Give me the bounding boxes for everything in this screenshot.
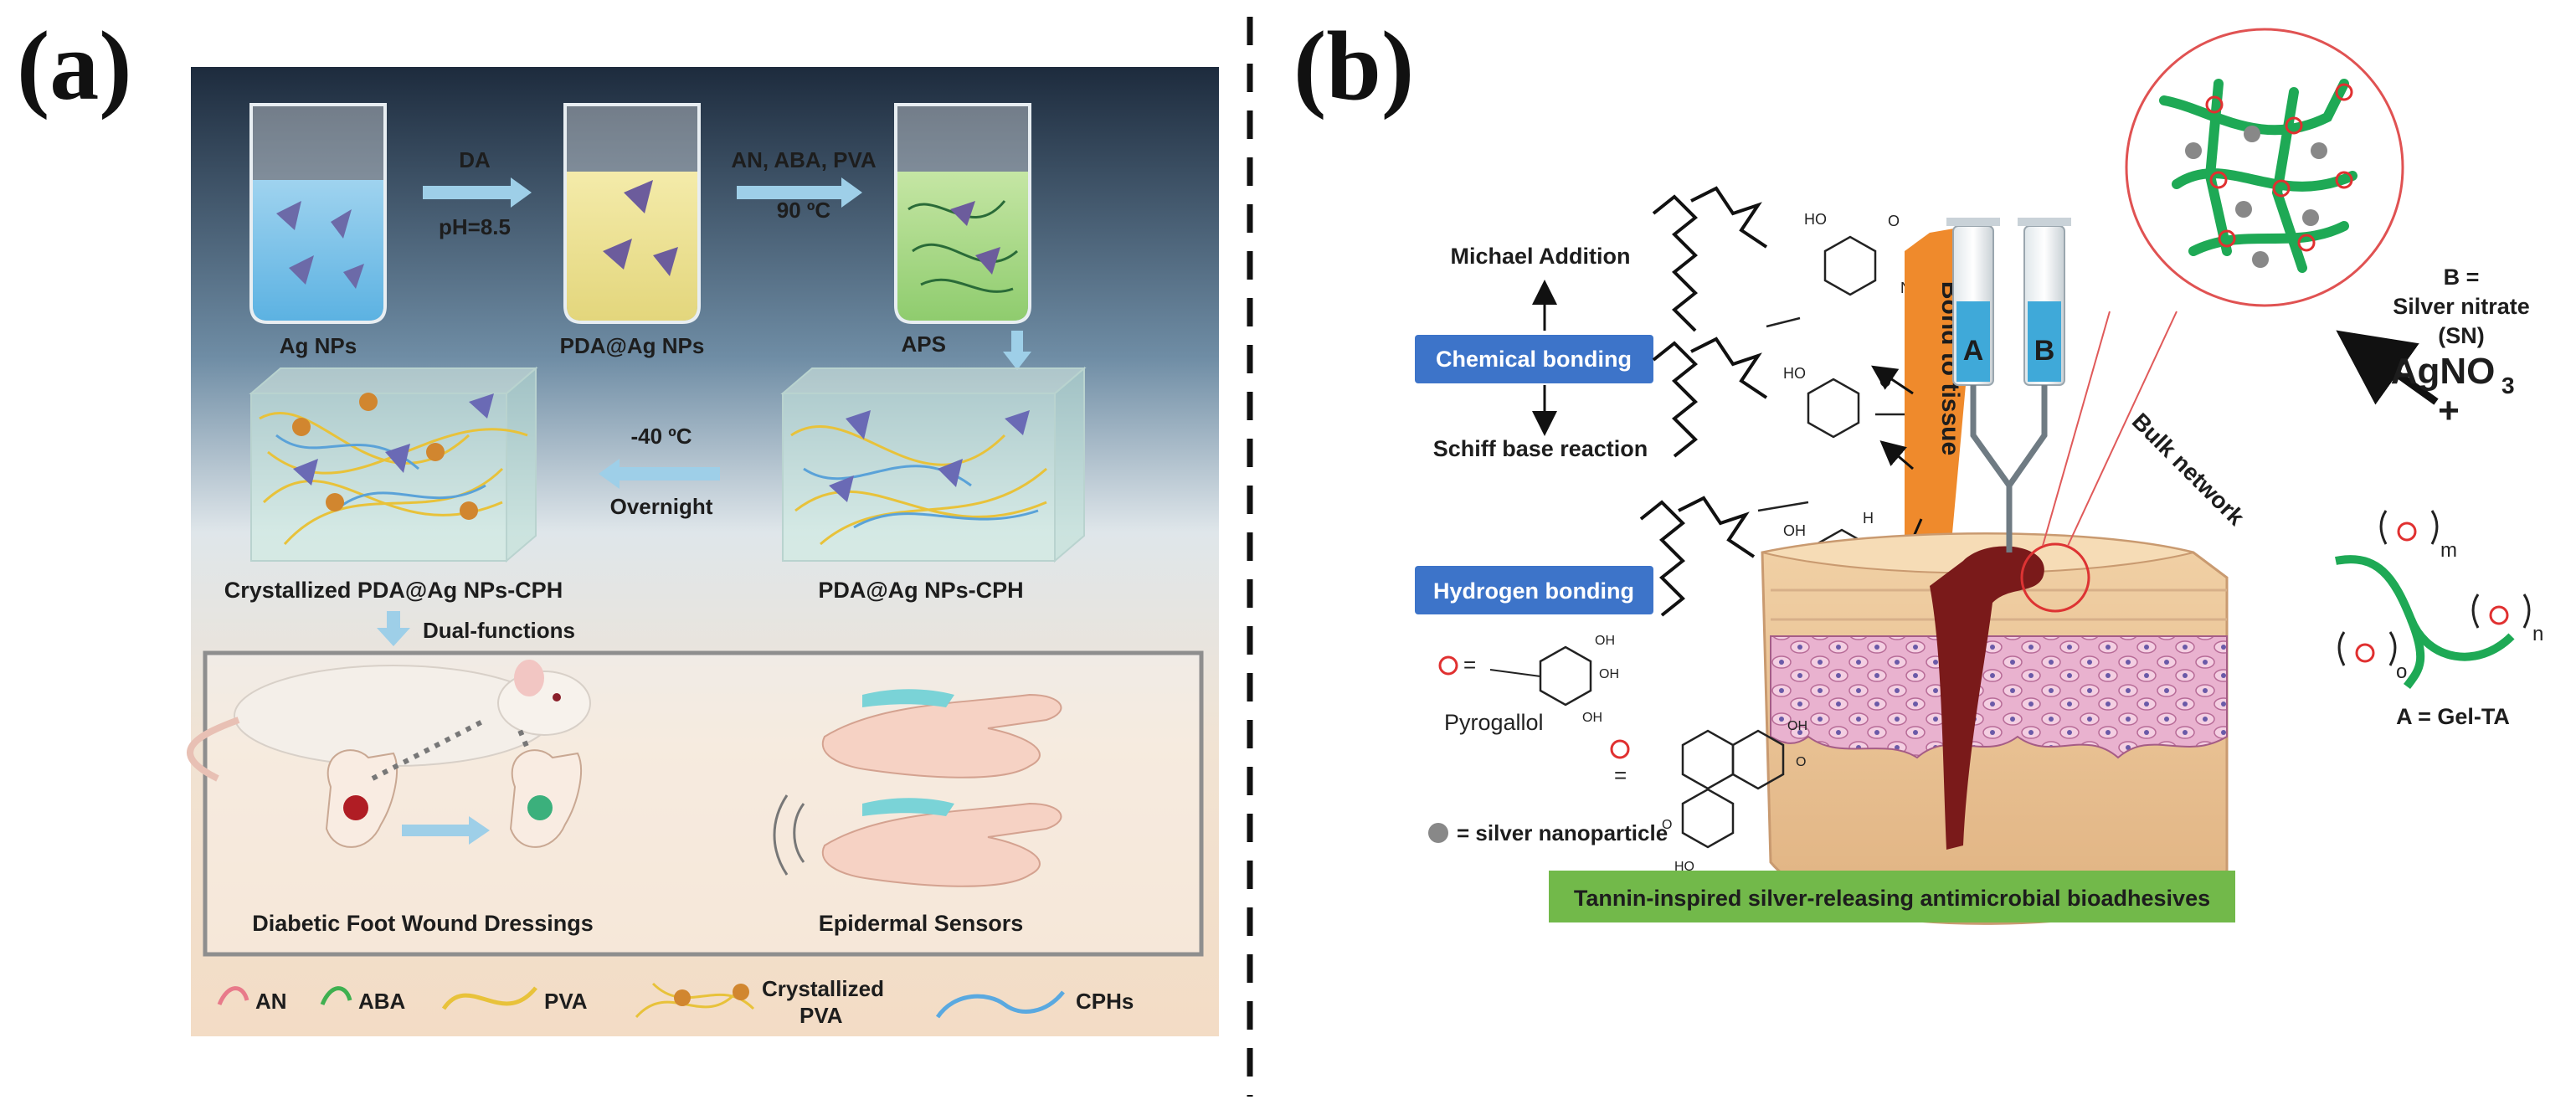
legend-aba: ABA: [358, 989, 406, 1014]
legend-an-swatch: [217, 986, 249, 1006]
freeze-time: Overnight: [610, 494, 713, 519]
panel-a-letter: (a): [17, 11, 132, 121]
tissue-arrow-1: [1871, 365, 1914, 395]
hydrogen-bonding-label: Hydrogen bonding: [1433, 578, 1634, 604]
beaker-pda-ag-nps: [563, 103, 701, 324]
gel-ta-chain: [2335, 510, 2531, 690]
svg-text:O: O: [1888, 213, 1900, 229]
silver-nitrate-label: Silver nitrate: [2393, 294, 2530, 319]
svg-text:H: H: [1863, 510, 1874, 527]
legend-crystallized-2: PVA: [800, 1003, 843, 1028]
tannin-equals: =: [1614, 763, 1627, 788]
crystallized-cph-label: Crystallized PDA@Ag NPs-CPH: [224, 578, 563, 603]
legend-aba-swatch: [320, 986, 352, 1006]
tannin-structure: = OH O O HO: [1610, 719, 1807, 874]
plus-label: +: [2438, 390, 2460, 431]
molecular-structures: [1757, 235, 1905, 589]
wound-foot-left: [325, 749, 398, 848]
bulk-network-label: Bulk network: [2127, 408, 2250, 531]
panel-b-letter: (b): [1293, 11, 1414, 121]
step1-reagent: DA: [459, 147, 491, 172]
hand-sensor-bottom: [773, 794, 1062, 887]
panel-b: (b) Michael Addition Chemical bonding Sc…: [1293, 11, 2543, 925]
hydrogen-bonding-box: [1415, 566, 1653, 614]
dual-arrow: [377, 611, 410, 646]
legend: AN ABA PVA Crystallized PVA CPHs: [217, 976, 1134, 1028]
agno3-subscript: 3: [2501, 373, 2515, 398]
rat-illustration: [187, 660, 591, 782]
step1-condition: pH=8.5: [439, 214, 511, 239]
svg-text:O: O: [1662, 818, 1672, 832]
silver-np-dot: [1428, 823, 1448, 843]
zoom-line-2: [2042, 311, 2111, 547]
tissue-arrow-2: [1879, 440, 1914, 470]
title-banner: [1549, 871, 2235, 922]
legend-pva-swatch: [441, 986, 537, 1010]
skin-tissue-block: [1761, 311, 2229, 925]
silver-np-label: = silver nanoparticle: [1457, 820, 1668, 845]
ag-nps-label: Ag NPs: [280, 333, 357, 358]
chemical-bonding-box: [1415, 335, 1653, 383]
zoom-line-1: [2067, 311, 2178, 547]
beaker-ag-nps: [249, 103, 387, 324]
silver-nitrate-arrow: [2336, 330, 2439, 405]
dual-syringe: [1946, 218, 2071, 552]
pyrogallol-symbol: [1438, 655, 1458, 676]
network-zoom: [2125, 28, 2404, 307]
subscript-n: n: [2532, 623, 2543, 645]
wound-dressing-label: Diabetic Foot Wound Dressings: [252, 911, 594, 936]
freeze-temp: -40 ºC: [630, 424, 692, 449]
dotted-line-left: [371, 717, 487, 781]
michael-addition-label: Michael Addition: [1451, 244, 1631, 269]
step2-arrow: [737, 177, 862, 208]
hand-sensor-top: [822, 689, 1062, 779]
aps-label: APS: [902, 331, 946, 357]
svg-text:OH: OH: [1595, 634, 1615, 648]
svg-text:OH: OH: [1599, 667, 1619, 681]
crystallized-gel-box: [249, 366, 538, 563]
syringe-b-label: B: [2034, 335, 2055, 367]
beaker-hydrogel-precursor: [894, 103, 1031, 324]
gel-ta-label: A = Gel-TA: [2396, 704, 2510, 729]
polymer-chains: [1639, 186, 1768, 617]
legend-pva: PVA: [544, 989, 588, 1014]
b-equals-label: B =: [2444, 265, 2480, 290]
legend-crystallized-1: Crystallized: [762, 976, 884, 1001]
agno3-label: AgNO: [2391, 351, 2496, 392]
step1-arrow: [423, 177, 532, 208]
pyrogallol-legend: = OH OH OH Pyrogallol: [1438, 634, 1619, 735]
panel-a: (a) Ag NPs PDA@Ag NPs D: [17, 11, 1219, 1036]
syringe-a-label: A: [1963, 335, 1984, 367]
svg-text:OH: OH: [1787, 719, 1807, 733]
pyrogallol-equals: =: [1463, 652, 1476, 677]
pda-ag-nps-label: PDA@Ag NPs: [560, 333, 705, 358]
step2-reagents: AN, ABA, PVA: [731, 147, 877, 172]
epidermal-sensor-label: Epidermal Sensors: [819, 911, 1024, 936]
sn-label: (SN): [2438, 323, 2485, 348]
svg-text:O: O: [1796, 755, 1806, 769]
banner-label: Tannin-inspired silver-releasing antimic…: [1574, 886, 2210, 911]
svg-text:HO: HO: [1783, 365, 1806, 382]
healing-arrow: [402, 816, 490, 845]
cph-gel-box: [780, 366, 1087, 563]
pyrogallol-label: Pyrogallol: [1444, 710, 1544, 735]
legend-cphs-swatch: [935, 990, 1065, 1019]
svg-text:HO: HO: [1674, 860, 1694, 874]
subscript-m: m: [2440, 539, 2457, 562]
chemical-bonding-label: Chemical bonding: [1436, 347, 1632, 372]
svg-text:OH: OH: [1582, 711, 1602, 725]
dual-functions-label: Dual-functions: [423, 618, 575, 643]
cph-label: PDA@Ag NPs-CPH: [818, 578, 1023, 603]
wound-foot-right: [509, 749, 583, 848]
legend-an: AN: [255, 989, 287, 1014]
schiff-base-label: Schiff base reaction: [1433, 436, 1648, 461]
legend-cphs: CPHs: [1076, 989, 1134, 1014]
subscript-o: o: [2396, 660, 2407, 683]
freeze-arrow: [599, 459, 720, 489]
svg-text:HO: HO: [1804, 211, 1827, 228]
svg-text:OH: OH: [1783, 522, 1806, 539]
aps-arrow: [1003, 331, 1031, 370]
step2-condition: 90 ºC: [777, 198, 831, 223]
